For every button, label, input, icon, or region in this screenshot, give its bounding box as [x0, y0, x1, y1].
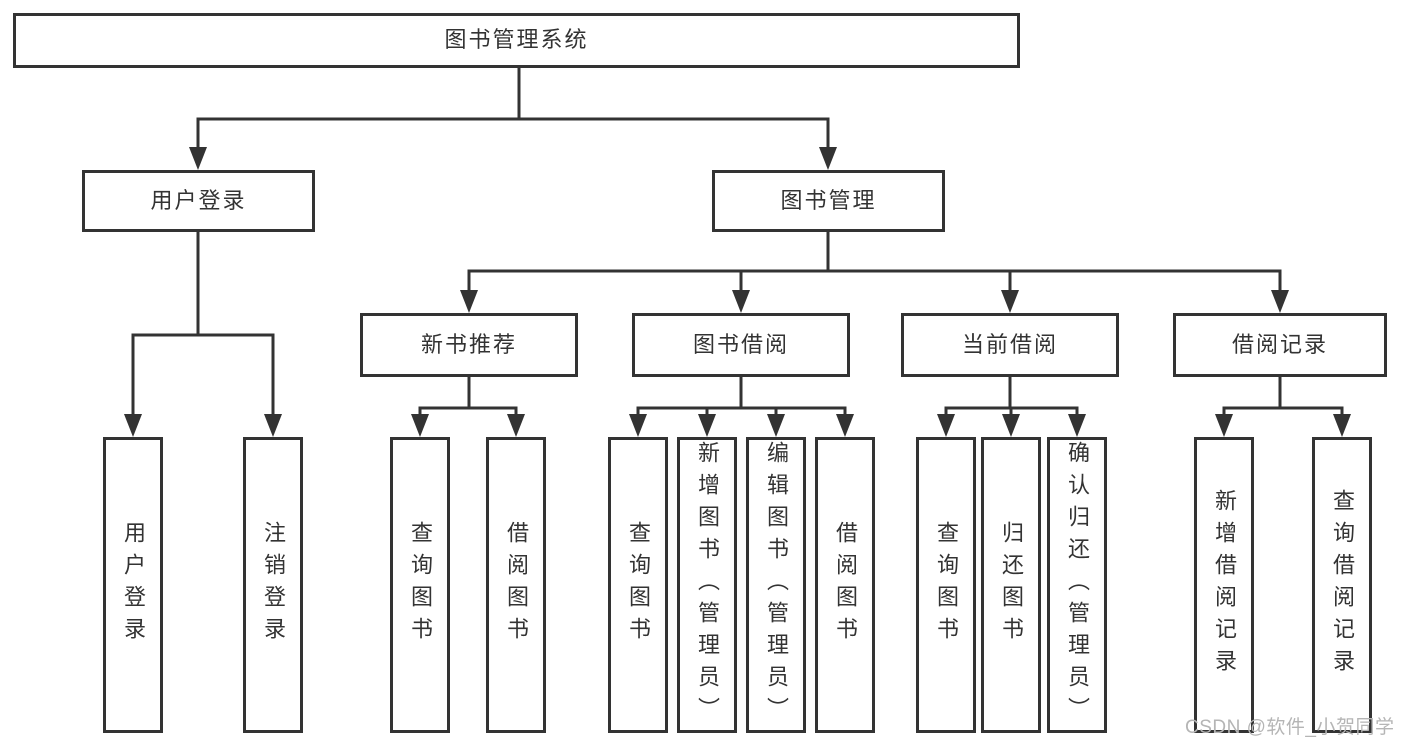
leaf-borrow-edit-books-admin: 编辑图书（管理员） [746, 437, 806, 733]
leaf-borrow-query-books: 查询图书 [608, 437, 668, 733]
leaf-records-add-record: 新增借阅记录 [1194, 437, 1254, 733]
node-borrow-records: 借阅记录 [1173, 313, 1387, 377]
leaf-borrow-borrow-books: 借阅图书 [815, 437, 875, 733]
leaf-current-query-books: 查询图书 [916, 437, 976, 733]
leaf-recommend-query-books: 查询图书 [390, 437, 450, 733]
node-new-book-recommend: 新书推荐 [360, 313, 578, 377]
leaf-recommend-borrow-books: 借阅图书 [486, 437, 546, 733]
leaf-user-login: 用户登录 [103, 437, 163, 733]
node-root: 图书管理系统 [13, 13, 1020, 68]
csdn-watermark: CSDN @软件_小贺同学 [1185, 717, 1395, 738]
leaf-logout-login: 注销登录 [243, 437, 303, 733]
node-book-management: 图书管理 [712, 170, 945, 232]
leaf-current-return-books: 归还图书 [981, 437, 1041, 733]
leaf-borrow-add-books-admin: 新增图书（管理员） [677, 437, 737, 733]
node-user-login: 用户登录 [82, 170, 315, 232]
leaf-current-confirm-return-admin: 确认归还（管理员） [1047, 437, 1107, 733]
node-current-borrow: 当前借阅 [901, 313, 1119, 377]
leaf-records-query-record: 查询借阅记录 [1312, 437, 1372, 733]
node-book-borrow: 图书借阅 [632, 313, 850, 377]
